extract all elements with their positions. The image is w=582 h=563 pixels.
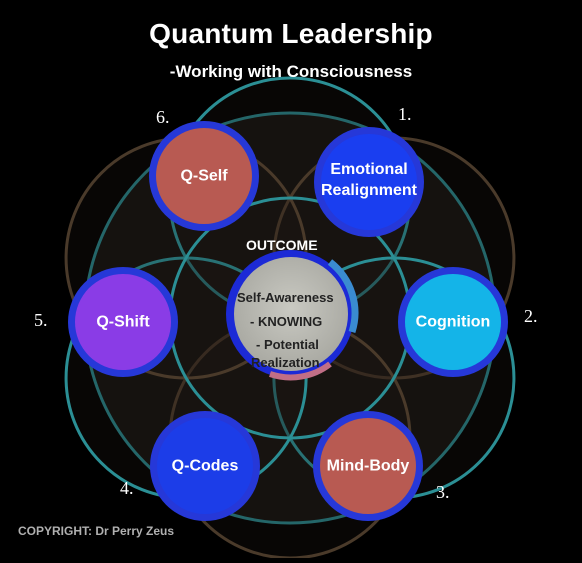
node-q-codes-circle-group [150, 411, 260, 521]
node-cognition-label: Cognition [415, 313, 491, 331]
node-q-self-circle-group [149, 121, 259, 231]
center-ring-accent-2 [269, 361, 332, 381]
node-q-shift-circle-group [68, 267, 178, 377]
center-circle [234, 257, 348, 371]
node-number-4: 4. [120, 478, 134, 498]
node-q-self-circle [156, 128, 252, 224]
node-number-5: 5. [34, 310, 48, 330]
center-line-knowing: - KNOWING [250, 314, 323, 329]
node-number-1: 1. [398, 104, 412, 124]
node-number-2: 2. [524, 306, 538, 326]
node-number-3: 3. [436, 482, 450, 502]
center-line-potential: - Potential [256, 337, 319, 352]
node-cognition-circle-group [398, 267, 508, 377]
node-mind-body-label: Mind-Body [326, 457, 410, 475]
node-cognition-circle [405, 274, 501, 370]
node-mind-body-circle-group [313, 411, 423, 521]
copyright-text: COPYRIGHT: Dr Perry Zeus [18, 524, 175, 538]
node-q-codes-circle [157, 418, 253, 514]
node-emotional-label-line1: Emotional [330, 161, 408, 178]
node-emotional-realignment-circle [321, 134, 417, 230]
node-emotional-realignment-label: Emotional Realignment [321, 159, 417, 201]
center-line-self-awareness: Self-Awareness [237, 290, 334, 305]
node-emotional-label-line2: Realignment [320, 182, 418, 199]
node-emotional-realignment-circle-group [314, 127, 424, 237]
node-q-shift-circle [75, 274, 171, 370]
node-q-codes-label: Q-Codes [171, 457, 239, 475]
node-q-self-label: Q-Self [180, 167, 228, 185]
outcome-label: OUTCOME [246, 237, 318, 253]
page-title: Quantum Leadership [149, 18, 433, 49]
node-number-6: 6. [156, 107, 170, 127]
center-outcome-group [226, 250, 359, 381]
center-ring-accent [327, 259, 359, 334]
node-q-shift-label: Q-Shift [96, 313, 150, 331]
center-line-realization: Realization [251, 355, 320, 370]
node-mind-body-circle [320, 418, 416, 514]
page-subtitle: -Working with Consciousness [169, 62, 413, 81]
nodes-layer [68, 121, 508, 521]
